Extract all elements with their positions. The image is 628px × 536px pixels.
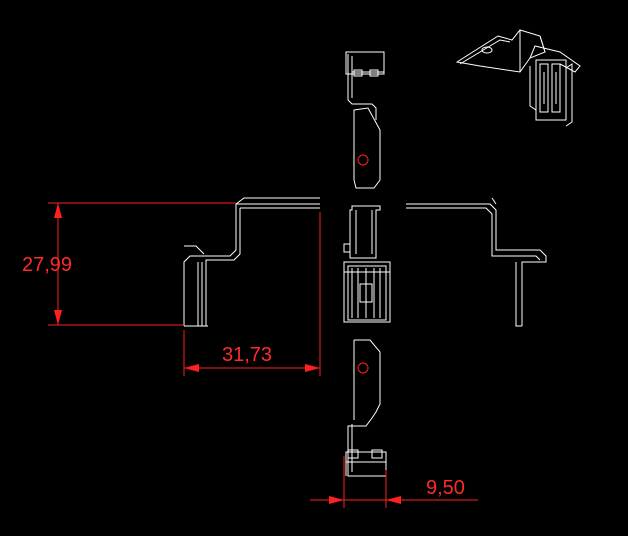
- width-dimension-label: 31,73: [222, 344, 272, 366]
- top-view-hole: [357, 154, 369, 166]
- bottom-view-part[interactable]: [345, 339, 387, 477]
- front-view-part[interactable]: [343, 205, 391, 323]
- height-dimension-label: 27,99: [22, 254, 72, 276]
- dimension-height[interactable]: 27,99: [22, 202, 236, 326]
- dimension-width[interactable]: 31,73: [183, 212, 321, 376]
- isometric-view[interactable]: [455, 29, 581, 127]
- top-view-part[interactable]: [345, 51, 385, 189]
- left-view-part[interactable]: [183, 197, 320, 327]
- bottom-view-hole: [357, 362, 369, 374]
- right-view-part[interactable]: [406, 197, 547, 327]
- dimension-thickness[interactable]: 9,50: [310, 456, 478, 508]
- thickness-dimension-label: 9,50: [426, 477, 465, 499]
